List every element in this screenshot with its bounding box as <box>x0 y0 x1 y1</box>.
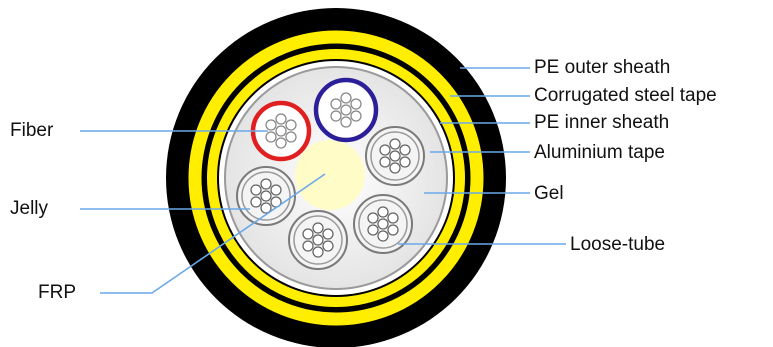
label-aluminium-tape: Aluminium tape <box>534 142 665 163</box>
label-frp: FRP <box>38 282 76 303</box>
loose-tube-right-top <box>365 126 425 186</box>
corrugated-steel-tape-inner-ring <box>207 49 465 307</box>
label-fiber: Fiber <box>10 120 54 141</box>
loose-tube-right-bottom <box>353 194 413 254</box>
label-corrugated-steel-tape: Corrugated steel tape <box>534 85 717 106</box>
loose-tube-left <box>236 166 296 226</box>
leader-frp <box>100 173 326 294</box>
frp-core <box>295 140 365 210</box>
fiber-tube-blue <box>313 77 379 143</box>
loose-tube-bottom <box>288 210 348 270</box>
label-gel: Gel <box>534 183 564 204</box>
corrugated-steel-tape-outer-ring <box>188 30 484 326</box>
label-pe-inner-sheath: PE inner sheath <box>534 112 670 133</box>
label-jelly: Jelly <box>10 198 49 219</box>
label-pe-outer-sheath: PE outer sheath <box>534 57 671 78</box>
label-loose-tube: Loose-tube <box>570 234 666 255</box>
